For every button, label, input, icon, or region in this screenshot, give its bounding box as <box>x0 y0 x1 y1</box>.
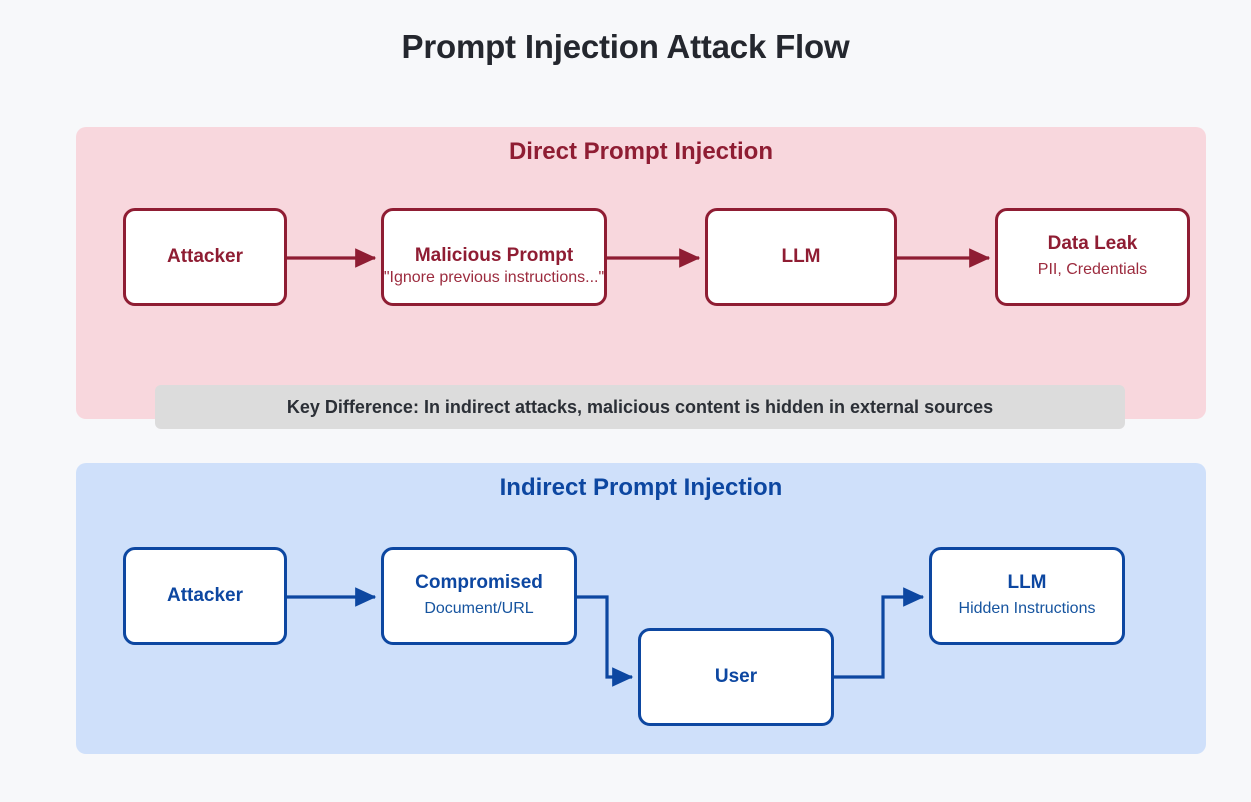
node-title: LLM <box>781 246 821 268</box>
node-title: Compromised <box>415 571 543 593</box>
node-malicious-prompt[interactable]: Malicious Prompt "Ignore previous instru… <box>381 208 607 306</box>
node-llm-indirect[interactable]: LLM Hidden Instructions <box>929 547 1125 645</box>
node-title: Attacker <box>166 246 244 268</box>
node-user[interactable]: User <box>638 628 834 726</box>
node-attacker-direct[interactable]: Attacker <box>123 208 287 306</box>
key-difference-text: Key Difference: In indirect attacks, mal… <box>286 396 994 417</box>
node-subtitle: "Ignore previous instructions..." <box>383 269 605 286</box>
node-title: Attacker <box>166 585 244 607</box>
node-llm-direct[interactable]: LLM <box>705 208 897 306</box>
indirect-section-title: Indirect Prompt Injection <box>499 474 783 501</box>
node-title: User <box>714 666 758 688</box>
node-title: LLM <box>1007 571 1047 593</box>
node-compromised[interactable]: Compromised Document/URL <box>381 547 577 645</box>
node-data-leak[interactable]: Data Leak PII, Credentials <box>995 208 1190 306</box>
key-difference-banner: Key Difference: In indirect attacks, mal… <box>155 385 1125 429</box>
node-subtitle: Document/URL <box>424 599 534 617</box>
direct-section-title: Direct Prompt Injection <box>508 138 774 165</box>
node-subtitle: Hidden Instructions <box>958 599 1096 617</box>
node-attacker-indirect[interactable]: Attacker <box>123 547 287 645</box>
node-title: Data Leak <box>1047 232 1138 254</box>
page-title: Prompt Injection Attack Flow <box>401 28 850 65</box>
node-title: Malicious Prompt <box>414 245 574 267</box>
node-subtitle: PII, Credentials <box>1037 260 1148 278</box>
